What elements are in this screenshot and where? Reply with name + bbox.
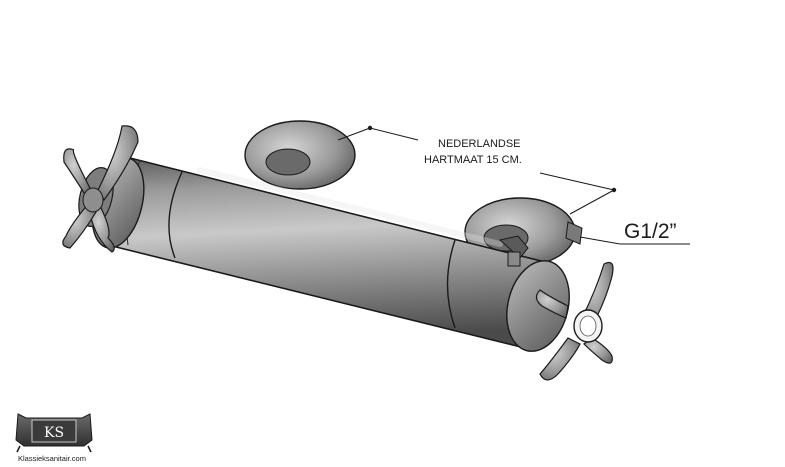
mixer-body [104,157,556,349]
logo-monogram: KS [44,425,64,441]
thread-size-label: G1/2” [624,220,677,243]
right-cross-handle [535,261,614,381]
logo-website: Klassieksanitair.com [18,454,86,463]
center-distance-label-line1: NEDERLANDSE [438,138,521,150]
wall-connection-left [244,120,356,190]
left-cross-handle [62,125,139,253]
right-end-cap [498,235,570,352]
center-distance-dimension [337,125,617,215]
thread-size-callout [579,236,690,245]
center-distance-label-line2: HARTMAAT 15 CM. [424,154,522,166]
brand-logo: KS Klassieksanitair.com [15,413,93,463]
